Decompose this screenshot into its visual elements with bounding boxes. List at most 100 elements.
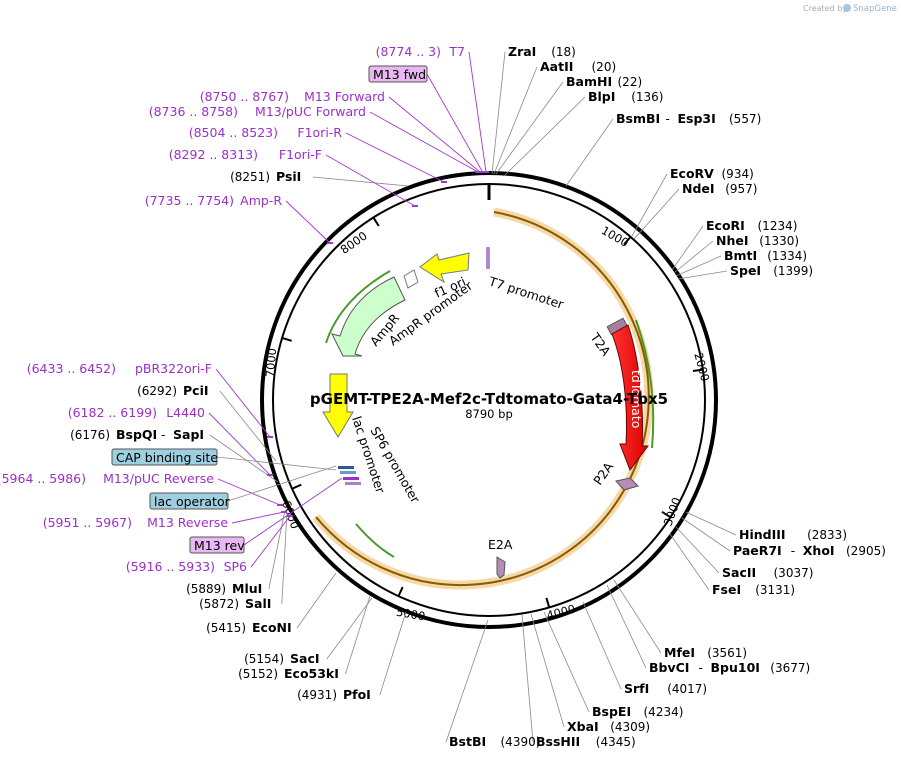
restriction-site[interactable]: (5872)SalI <box>199 511 288 611</box>
site-position: (4309) <box>610 720 650 734</box>
site-name-alt: Bpu10I <box>711 660 760 675</box>
site-position: (4390) <box>501 735 541 749</box>
primer-leader <box>231 511 285 524</box>
restriction-site[interactable]: (8251)PsiI <box>230 169 409 187</box>
cap-site-leader <box>216 456 337 471</box>
site-leader <box>296 572 337 629</box>
site-name: BsmBI <box>616 111 660 126</box>
primer-label[interactable]: M13 Reverse(5951 .. 5967) <box>43 511 287 530</box>
restriction-site[interactable]: (5415)EcoNI <box>206 572 337 635</box>
restriction-site[interactable]: EcoRV(934) <box>631 166 754 237</box>
primer-name: T7 <box>448 44 465 59</box>
primer-label[interactable]: L4440(6182 .. 6199) <box>68 405 273 476</box>
site-position: (4234) <box>644 705 684 719</box>
primer-label[interactable]: Amp-R(7735 .. 7754) <box>145 193 333 244</box>
restriction-site[interactable]: NdeI(957) <box>633 181 757 240</box>
site-position: (5872) <box>199 597 239 611</box>
site-position: (2833) <box>807 528 847 542</box>
site-position: (6176) <box>70 428 110 442</box>
primer-label[interactable]: F1ori-F(8292 .. 8313) <box>169 147 418 207</box>
site-position: (20) <box>592 60 617 74</box>
site-leader <box>326 597 373 660</box>
restriction-site[interactable]: (5152) Eco53kI <box>238 595 371 681</box>
primer-name: M13/pUC Forward <box>255 104 366 119</box>
restriction-site[interactable]: BlpI(136) <box>503 89 663 177</box>
site-leader <box>209 434 279 483</box>
p2a-feature <box>615 477 639 491</box>
site-leader <box>312 176 409 187</box>
primer-range: (8504 .. 8523) <box>189 125 278 140</box>
restriction-site[interactable]: (5889)MluI <box>186 509 286 596</box>
site-name: EcoRV <box>670 166 714 181</box>
site-leader <box>219 390 277 462</box>
restriction-site[interactable]: SacII(3037) <box>675 526 814 580</box>
site-name: MfeI <box>664 645 695 660</box>
site-leader <box>613 579 662 654</box>
site-leader <box>677 270 728 280</box>
restriction-site[interactable]: BspEI(4234) <box>543 611 684 719</box>
lac-operator-mark <box>338 466 354 469</box>
tick-label: 7000 <box>263 347 279 377</box>
restriction-site[interactable]: AatII(20) <box>493 59 617 175</box>
restriction-site[interactable]: SpeI(1399) <box>677 263 813 280</box>
m13-rev-leader <box>243 477 343 546</box>
sp6-mark <box>345 482 361 485</box>
site-leader <box>631 173 668 237</box>
tick-label: 1000 <box>599 223 631 250</box>
site-position: (3037) <box>774 566 814 580</box>
primer-label[interactable]: SP6(5916 .. 5933) <box>126 515 293 574</box>
primer-name: M13 Reverse <box>147 515 228 530</box>
restriction-site[interactable]: NheI(1330) <box>673 233 799 274</box>
restriction-site[interactable]: BbvCI-Bpu10I(3677) <box>606 584 810 675</box>
site-name: NheI <box>716 233 749 248</box>
tdtomato-arrow <box>611 324 649 472</box>
restriction-site[interactable]: (5154)SacI <box>244 597 373 666</box>
primer-label[interactable]: M13/pUC Reverse(5964 .. 5986) <box>0 471 283 506</box>
restriction-site[interactable]: MfeI(3561) <box>613 579 747 660</box>
site-position: (5889) <box>186 582 226 596</box>
cap-site-mark <box>340 471 356 474</box>
site-position: (5152) <box>238 667 278 681</box>
restriction-site[interactable]: BsmBI-Esp3I(557) <box>565 111 761 187</box>
restriction-site[interactable]: PaeR7I-XhoI(2905) <box>681 517 886 558</box>
ampr-strand-line <box>325 270 391 344</box>
primer-leader <box>217 478 281 506</box>
restriction-site[interactable]: BmtI(1334) <box>675 248 807 277</box>
site-separator: - <box>791 544 795 558</box>
restriction-site[interactable]: XbaI(4309) <box>530 613 650 734</box>
primer-label[interactable]: M13/pUC Forward(8736 .. 8758) <box>149 104 481 173</box>
ampr-promoter-arrow <box>403 269 419 289</box>
site-name: Eco53kI <box>284 666 339 681</box>
primer-leader <box>285 200 331 244</box>
restriction-site[interactable]: BssHII(4345) <box>521 614 636 749</box>
restriction-site[interactable]: FseI(3131) <box>669 533 795 597</box>
site-leader <box>543 611 590 713</box>
restriction-site[interactable]: ZraI(18) <box>491 44 576 175</box>
restriction-site[interactable]: BamHI(22) <box>495 74 642 175</box>
site-leader <box>379 611 407 696</box>
site-position: (957) <box>725 182 757 196</box>
primer-label[interactable]: M13 Forward(8750 .. 8767) <box>200 89 483 173</box>
site-name-alt: Esp3I <box>678 111 716 126</box>
tick-mark <box>692 368 703 373</box>
primer-leader <box>369 111 479 173</box>
restriction-site[interactable]: BstBI(4390) <box>445 619 541 749</box>
site-name-alt: XhoI <box>803 543 835 558</box>
primer-label[interactable]: pBR322ori-F(6433 .. 6452) <box>27 361 273 438</box>
restriction-site[interactable]: SrfI(4017) <box>582 601 707 696</box>
lac-promoter-arrow <box>322 373 354 438</box>
restriction-site[interactable]: (4931)PfoI <box>297 611 407 702</box>
primer-label[interactable]: F1ori-R(8504 .. 8523) <box>189 125 447 183</box>
restriction-site[interactable]: (6292)PciI <box>137 383 277 462</box>
primer-label[interactable]: T7(8774 .. 3) <box>376 44 489 173</box>
lac-operator-label: lac operator <box>154 494 231 509</box>
restriction-site[interactable]: (6176)BspQI -SapI <box>70 427 279 483</box>
snapgene-logo-icon <box>843 4 851 12</box>
site-leader <box>685 511 737 536</box>
e2a-feature <box>496 556 506 579</box>
site-position: (2905) <box>846 544 886 558</box>
restriction-site[interactable]: HindIII(2833) <box>685 511 847 542</box>
primer-range: (6182 .. 6199) <box>68 405 157 420</box>
restriction-site[interactable]: EcoRI(1234) <box>671 218 797 271</box>
